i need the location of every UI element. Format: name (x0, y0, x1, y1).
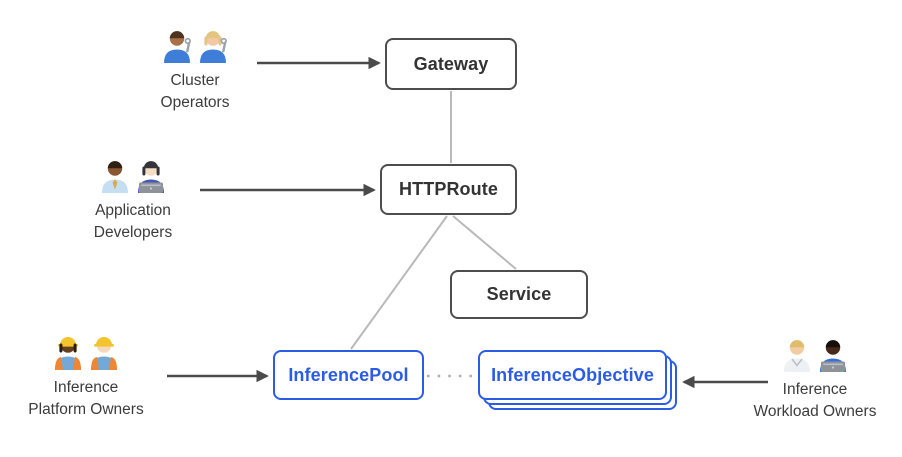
health-worker-icon (784, 340, 810, 372)
inferencepool-node-label: InferencePool (288, 364, 409, 385)
application-developers-icons (98, 157, 168, 194)
edge-httproute-inferencepool (350, 215, 448, 350)
man-office-worker-icon (102, 161, 128, 193)
man-mechanic-icon (164, 31, 191, 63)
cluster-operators-icons (160, 27, 230, 64)
actor-label-line: Cluster (170, 72, 220, 89)
service-node: Service (450, 270, 588, 319)
actor-label-line: Inference (782, 381, 848, 398)
actor-inference-workload-owners: Inference Workload Owners (735, 336, 895, 423)
actor-label-line: Inference (53, 379, 119, 396)
service-node-label: Service (486, 284, 552, 304)
cluster-operators-label: Cluster Operators (161, 70, 230, 114)
inference-platform-owners-icons (51, 334, 121, 371)
woman-mechanic-icon (200, 31, 227, 63)
inference-platform-owners-label: Inference Platform Owners (28, 377, 143, 421)
actor-cluster-operators: Cluster Operators (115, 27, 275, 114)
woman-construction-worker-icon (55, 337, 81, 370)
actor-label-line: Platform Owners (28, 401, 144, 418)
actor-label-line: Workload Owners (753, 403, 877, 420)
woman-technologist-icon (138, 161, 164, 193)
actor-label-line: Operators (160, 94, 230, 111)
gateway-node-label: Gateway (413, 53, 489, 74)
inferenceobjective-node-stack: InferenceObjective (478, 350, 678, 411)
actor-label-line: Developers (93, 224, 173, 241)
httproute-node-label: HTTPRoute (399, 179, 498, 199)
man-technologist-icon (820, 340, 846, 372)
inferencepool-node: InferencePool (273, 350, 424, 400)
actor-inference-platform-owners: Inference Platform Owners (6, 334, 166, 421)
actor-application-developers: Application Developers (53, 157, 213, 244)
gateway-node: Gateway (385, 38, 517, 90)
inference-workload-owners-icons (780, 336, 850, 373)
inferenceobjective-node: InferenceObjective (478, 350, 667, 400)
inferenceobjective-node-label: InferenceObjective (491, 364, 654, 385)
inference-workload-owners-label: Inference Workload Owners (754, 379, 877, 423)
application-developers-label: Application Developers (94, 200, 172, 244)
actor-label-line: Application (95, 202, 171, 219)
man-construction-worker-icon (91, 337, 117, 370)
httproute-node: HTTPRoute (380, 164, 517, 215)
edge-httproute-service (452, 215, 517, 270)
